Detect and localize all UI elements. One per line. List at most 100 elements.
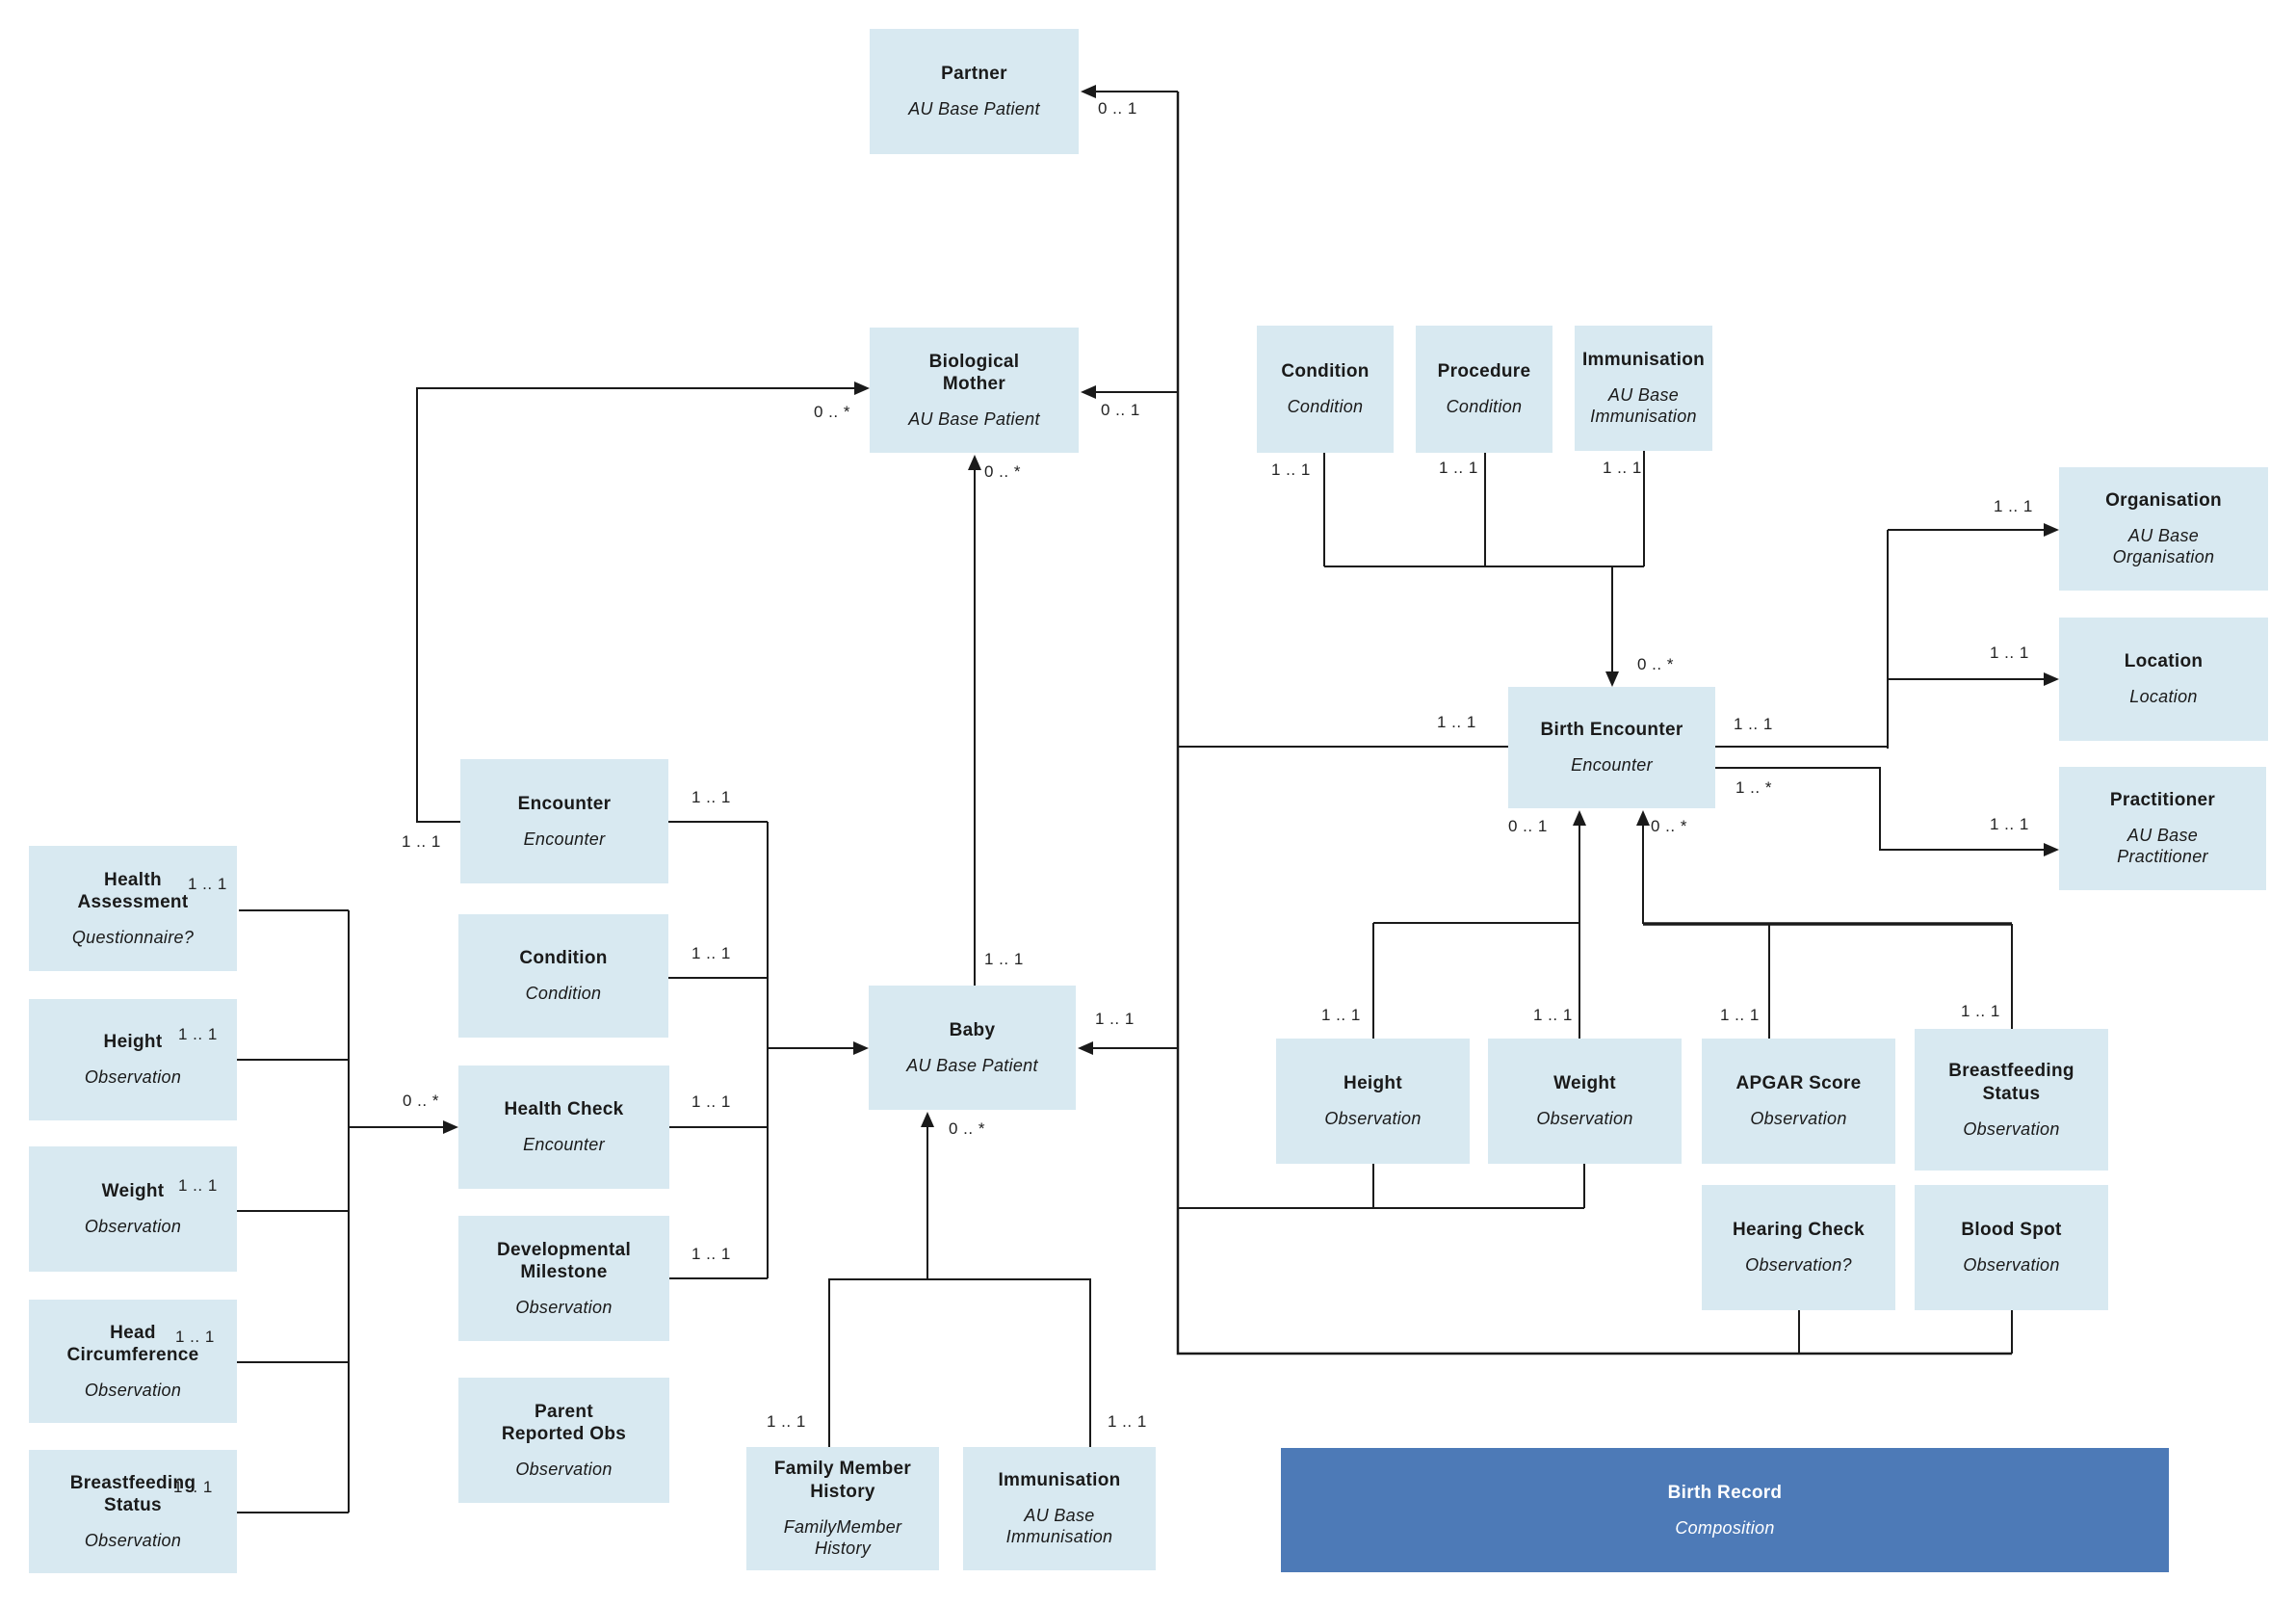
arrowhead-into-baby-left (853, 1041, 869, 1055)
birth-encounter-title: Birth Encounter (1540, 720, 1683, 741)
cardinality-card-condition-top: 1 .. 1 (1271, 460, 1311, 479)
cardinality-card-be-bottom-right: 0 .. * (1651, 817, 1687, 835)
blood-spot-subtitle: Observation (1963, 1255, 2060, 1276)
hearing-check-title: Hearing Check (1733, 1220, 1865, 1241)
breastfeeding-left-subtitle: Observation (84, 1531, 182, 1550)
cardinality-card-health-assessment: 1 .. 1 (188, 875, 227, 893)
health-check-subtitle: Encounter (523, 1135, 605, 1155)
cardinality-card-babytop-mother: 0 .. * (984, 462, 1021, 481)
baby-subtitle: AU Base Patient (906, 1055, 1038, 1075)
cardinality-card-encounter-right: 1 .. 1 (691, 788, 731, 806)
cardinality-card-baby-bottom: 0 .. * (949, 1119, 985, 1138)
cardinality-card-procedure: 1 .. 1 (1439, 459, 1478, 477)
parent-reported-obs-subtitle: Observation (515, 1460, 613, 1479)
cardinality-card-breastfeeding-left: 1 .. 1 (173, 1478, 213, 1496)
weight-bottom-subtitle: Observation (1536, 1109, 1633, 1129)
baby-title: Baby (949, 1019, 996, 1040)
arrowhead-into-baby-bottom (921, 1112, 934, 1127)
arrowhead-into-be-bottom-right (1636, 810, 1650, 826)
cardinality-card-babytop-baby: 1 .. 1 (984, 950, 1024, 968)
entity-box-organisation: Organisation AU Base Organisation (2059, 467, 2268, 591)
breastfeeding-bottom-title: Breastfeeding Status (1948, 1061, 2074, 1104)
family-member-history-subtitle: FamilyMember History (783, 1516, 902, 1559)
cardinality-card-weight-left: 1 .. 1 (178, 1176, 218, 1195)
cardinality-card-be-right-upper: 1 .. 1 (1734, 715, 1773, 733)
immunisation-bottom-subtitle: AU Base Immunisation (1005, 1505, 1113, 1547)
breastfeeding-bottom-subtitle: Observation (1963, 1118, 2060, 1139)
edge-practitioner-branch (1715, 767, 2048, 851)
parent-reported-obs-title: Parent Reported Obs (501, 1401, 627, 1445)
health-assessment-title: Health Assessment (77, 869, 189, 913)
cardinality-card-partner: 0 .. 1 (1098, 99, 1137, 118)
family-member-history-title: Family Member History (773, 1459, 912, 1502)
cardinality-card-immunisation-top: 1 .. 1 (1603, 459, 1642, 477)
cardinality-card-height-left: 1 .. 1 (178, 1025, 218, 1043)
immunisation-bottom-title: Immunisation (998, 1470, 1121, 1491)
cardinality-card-height-bottom: 1 .. 1 (1321, 1006, 1361, 1024)
height-bottom-subtitle: Observation (1324, 1109, 1422, 1129)
developmental-milestone-subtitle: Observation (515, 1298, 613, 1317)
entity-box-biological-mother: Biological Mother AU Base Patient (870, 328, 1079, 453)
organisation-title: Organisation (2105, 490, 2222, 512)
condition-mid-subtitle: Condition (525, 984, 602, 1004)
blood-spot-title: Blood Spot (1961, 1220, 2062, 1241)
biological-mother-title: Biological Mother (928, 351, 1020, 395)
immunisation-top-subtitle: AU Base Immunisation (1590, 384, 1697, 427)
developmental-milestone-title: Developmental Milestone (496, 1239, 632, 1283)
health-assessment-subtitle: Questionnaire? (71, 928, 195, 947)
head-circumference-subtitle: Observation (84, 1381, 182, 1400)
cardinality-card-be-right-lower: 1 .. * (1735, 778, 1772, 797)
cardinality-card-weight-bottom: 1 .. 1 (1533, 1006, 1573, 1024)
arrowhead-into-be-top (1605, 671, 1619, 687)
cardinality-card-baby-right: 1 .. 1 (1095, 1010, 1135, 1028)
edge-trunk (1176, 92, 2012, 1355)
cardinality-card-head-circumference: 1 .. 1 (175, 1328, 215, 1346)
arrowhead-into-organisation (2044, 523, 2059, 537)
arrowhead-into-mother-bottom (968, 455, 981, 470)
arrowhead-into-be-bottom-left (1573, 810, 1586, 826)
location-subtitle: Location (2129, 687, 2198, 707)
practitioner-title: Practitioner (2109, 790, 2216, 811)
cardinality-card-be-top: 0 .. * (1637, 655, 1674, 673)
birth-encounter-subtitle: Encounter (1571, 755, 1653, 776)
height-left-subtitle: Observation (84, 1067, 182, 1088)
health-check-title: Health Check (504, 1099, 624, 1120)
arrowhead-into-mother-left (854, 382, 870, 395)
birth-record-subtitle: Composition (1675, 1517, 1775, 1538)
height-left-title: Height (103, 1032, 163, 1053)
arrowhead-into-baby-right (1078, 1041, 1093, 1055)
encounter-subtitle: Encounter (523, 829, 606, 849)
cardinality-card-breastfeeding-bottom: 1 .. 1 (1961, 1002, 2000, 1020)
cardinality-card-mother-right: 0 .. 1 (1101, 401, 1140, 419)
biological-mother-subtitle: AU Base Patient (908, 409, 1040, 429)
arrowhead-into-health-check (443, 1120, 458, 1134)
cardinality-card-milestone-right: 1 .. 1 (691, 1245, 731, 1263)
cardinality-card-imm-bottom: 1 .. 1 (1108, 1412, 1147, 1431)
organisation-subtitle: AU Base Organisation (2112, 525, 2215, 567)
entity-box-baby: Baby AU Base Patient (869, 986, 1076, 1110)
apgar-score-subtitle: Observation (1750, 1109, 1847, 1129)
cardinality-card-practitioner: 1 .. 1 (1990, 815, 2029, 833)
head-circumference-title: Head Circumference (66, 1322, 199, 1366)
birth-record-title: Birth Record (1667, 1482, 1783, 1503)
